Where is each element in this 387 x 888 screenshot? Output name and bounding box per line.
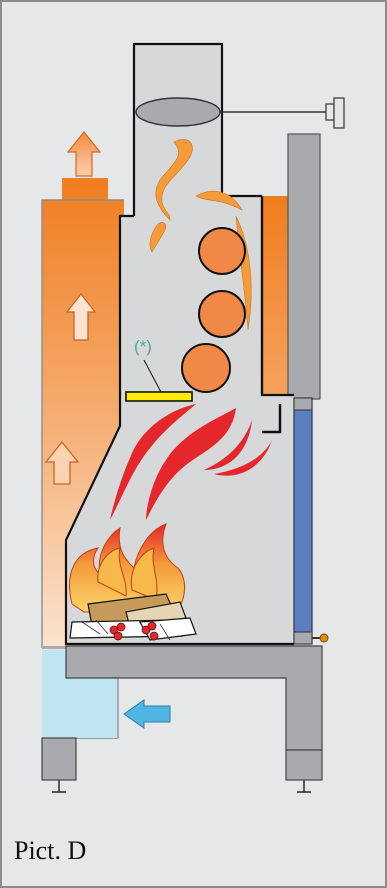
right-foot xyxy=(286,750,322,780)
damper-knob xyxy=(326,104,334,120)
marker-label: (*) xyxy=(134,337,152,356)
baffle-ball-icon xyxy=(199,291,245,337)
figure-caption: Pict. D xyxy=(14,836,86,866)
baffle-ball-icon xyxy=(182,344,230,392)
door-handle-icon xyxy=(320,634,328,642)
right-casing-column xyxy=(288,134,320,399)
left-foot xyxy=(42,738,76,780)
yellow-marker-plate xyxy=(126,392,192,401)
left-foot-stub xyxy=(76,738,118,739)
flue-damper-icon xyxy=(136,98,220,126)
baffle-ball-icon xyxy=(199,228,245,274)
glass-door xyxy=(294,398,312,644)
